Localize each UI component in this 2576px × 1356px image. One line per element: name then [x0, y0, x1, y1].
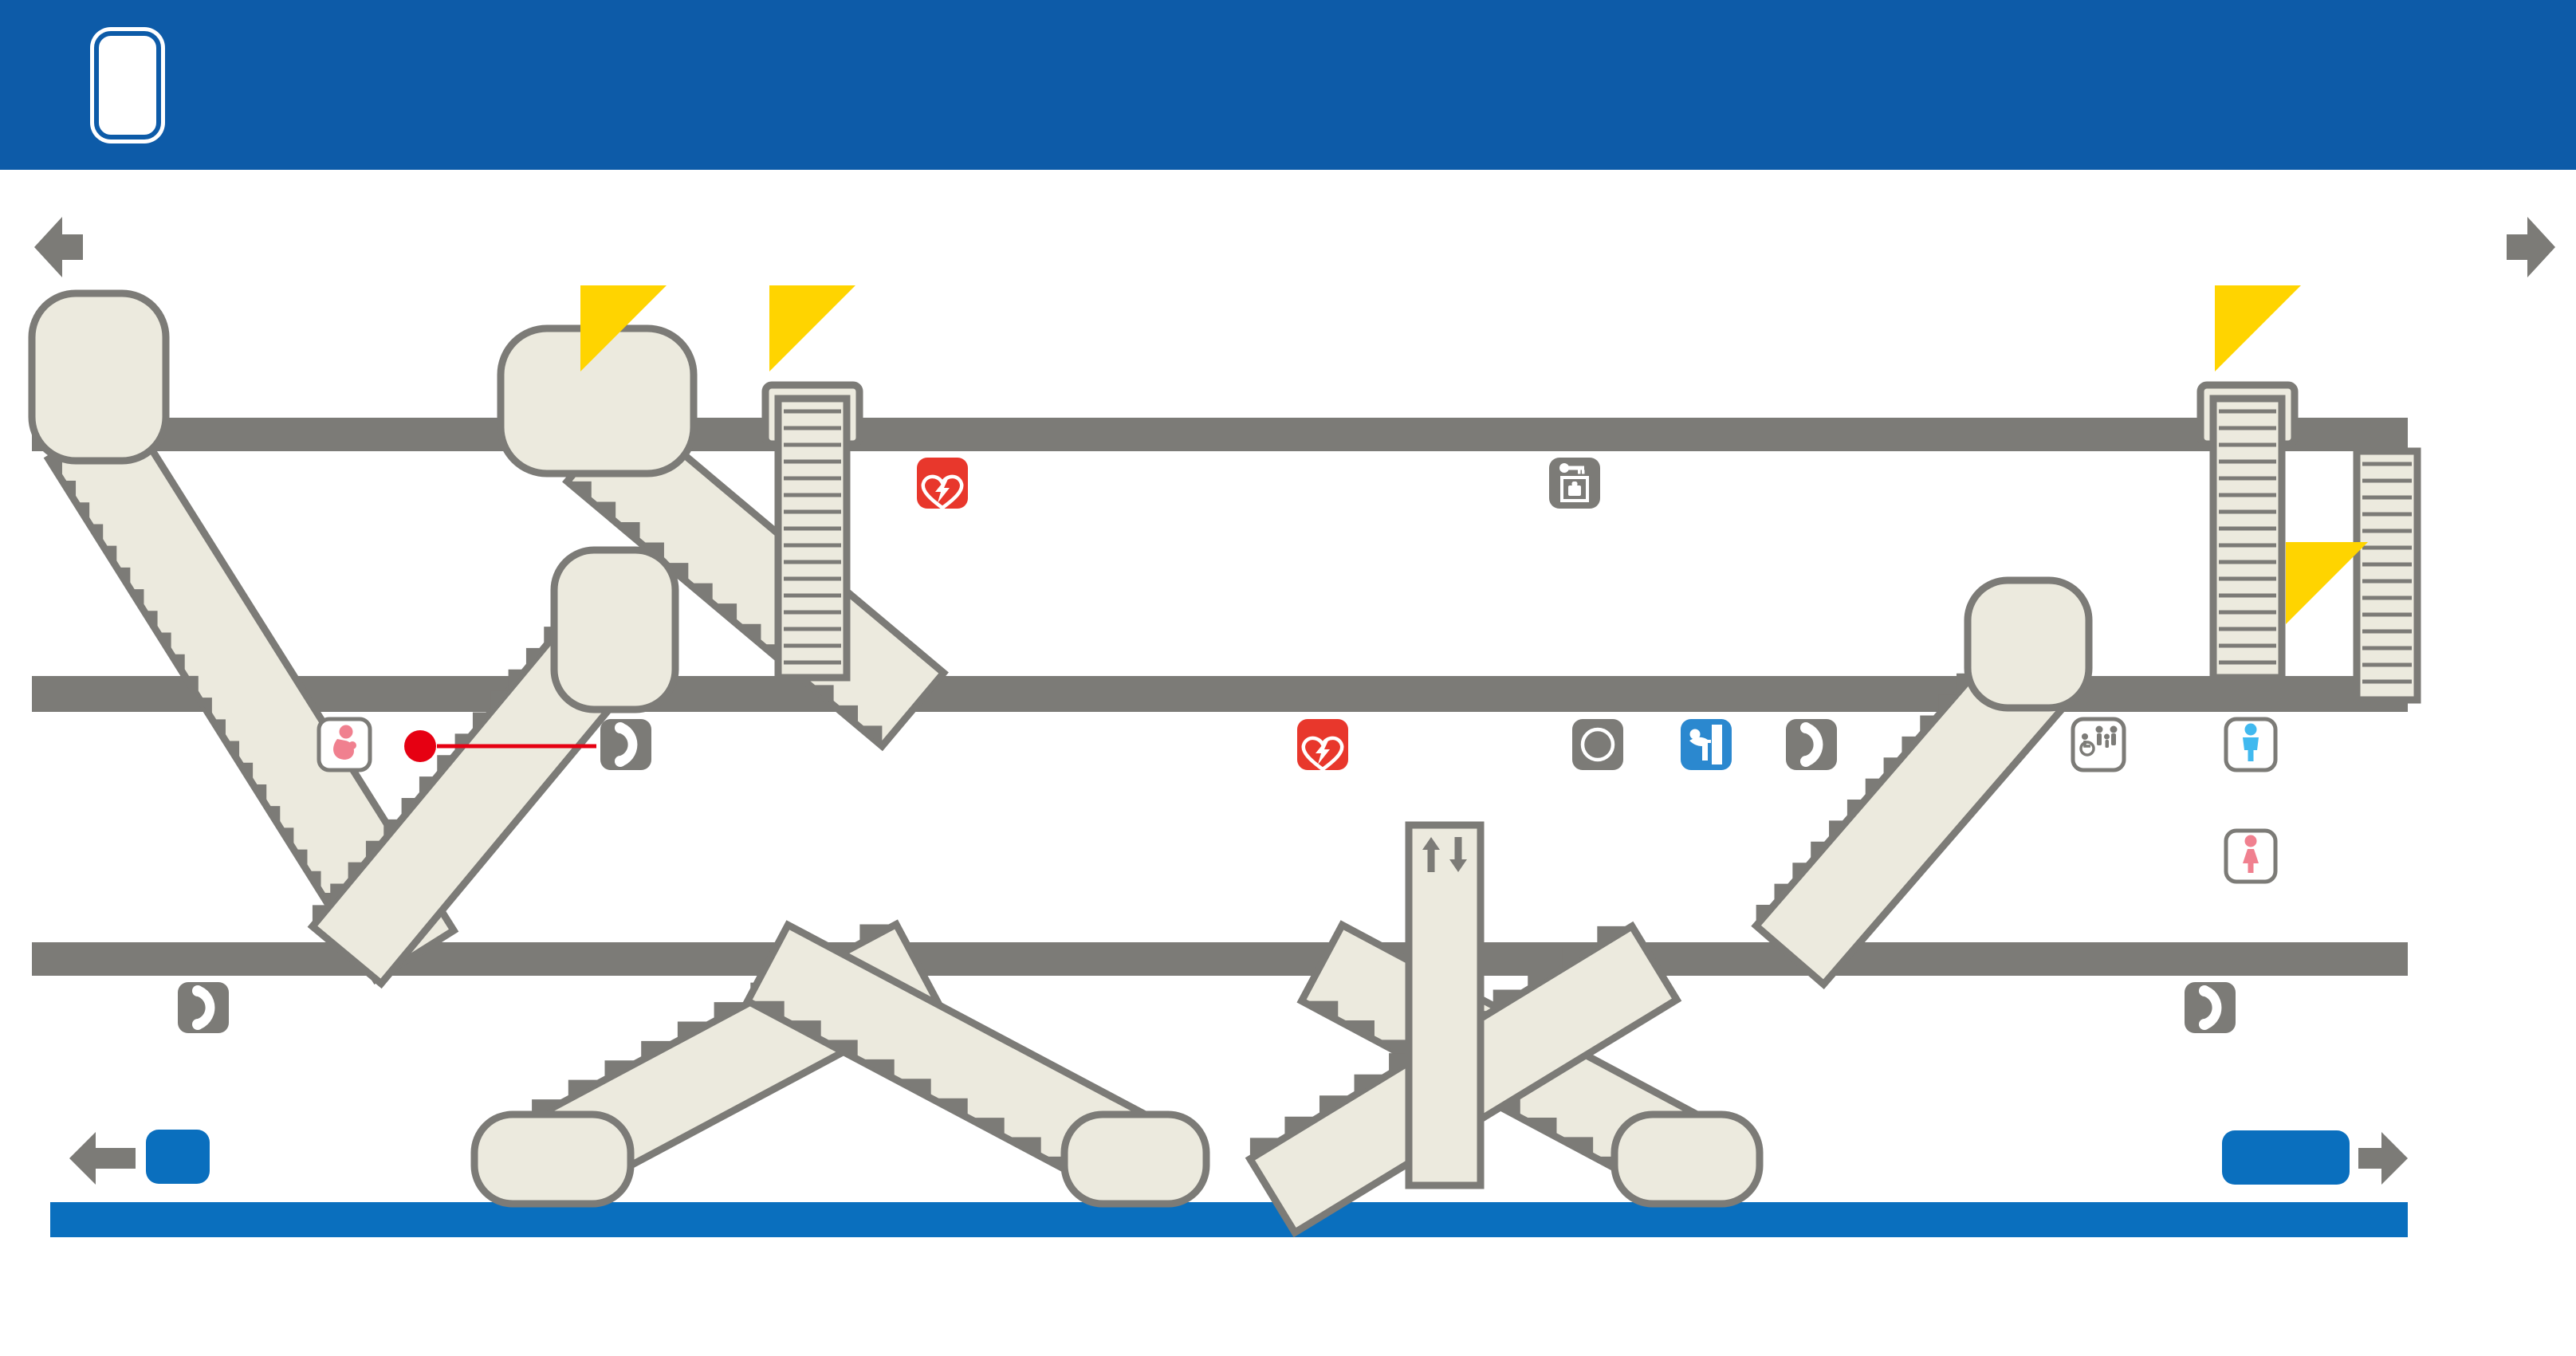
elevator-arrows-icon — [1422, 837, 1467, 872]
escalator-head — [28, 289, 170, 465]
marker-dot-icon — [404, 730, 436, 762]
stairs-escalators-elevators — [28, 289, 2421, 1238]
facility-phone-concourse-left — [178, 982, 229, 1033]
terminus-right — [2222, 1130, 2408, 1185]
information-icon — [1572, 719, 1623, 770]
exit3-flag-icon — [2215, 285, 2301, 371]
escalator-head — [1060, 1110, 1210, 1208]
escalator-head — [550, 546, 679, 713]
facility-aed-ground — [917, 458, 968, 509]
stair-exit2 — [774, 395, 851, 682]
elevator-concourse-platform — [1405, 821, 1485, 1189]
facility-phone-passage-right — [1786, 719, 1837, 770]
escalator-head — [1610, 1110, 1764, 1208]
escalator-concourse-platform-1-steps — [532, 924, 897, 1119]
facility-breastfeeding — [317, 717, 372, 772]
exit-markers — [580, 285, 2368, 624]
exit1-flag-icon — [580, 285, 667, 371]
facility-women-restroom — [2224, 828, 2278, 884]
left-arrow-icon — [69, 1132, 136, 1185]
escalator-exit1-steps — [567, 481, 883, 746]
header-bar — [0, 0, 2576, 170]
facility-information — [1572, 719, 1623, 770]
ground-level-bar — [32, 418, 2408, 451]
facility-phone-passage-left — [600, 719, 651, 770]
facility-family-restroom — [2071, 717, 2126, 772]
left-arrow-icon — [34, 217, 83, 277]
terminus-right-badge — [2222, 1130, 2350, 1185]
exit3a-flag-icon — [2286, 542, 2368, 624]
right-arrow-icon — [2507, 217, 2555, 277]
escalator-passage-to-concourse-left-steps — [312, 605, 580, 927]
direction-left — [34, 217, 83, 277]
station-code-badge — [90, 27, 165, 143]
escalator-concourse-platform-2-steps — [747, 1000, 1115, 1196]
stair-exit3a — [2353, 447, 2421, 704]
location-marker — [404, 730, 596, 762]
right-arrow-icon — [2358, 1132, 2408, 1185]
telephone-icon — [2185, 982, 2236, 1033]
terminus-left — [69, 1130, 210, 1185]
exit2-flag-icon — [769, 285, 855, 371]
escalator-head — [1964, 576, 2093, 712]
escalator-passage-to-concourse-right-steps — [1756, 652, 1993, 926]
facility-lockers — [1549, 458, 1600, 509]
stair-exit3 — [2209, 395, 2286, 682]
facility-water — [1681, 719, 1732, 770]
stair-ground-to-concourse-left-steps — [48, 458, 376, 980]
telephone-icon — [178, 982, 229, 1033]
header — [0, 0, 2576, 170]
facility-phone-concourse-right — [2185, 982, 2236, 1033]
facility-men-restroom — [2224, 717, 2278, 772]
facility-aed-passage — [1297, 719, 1348, 770]
escalator-head — [470, 1110, 635, 1208]
level-bars — [32, 418, 2408, 1237]
terminus-left-badge — [146, 1130, 210, 1184]
telephone-icon — [1786, 719, 1837, 770]
direction-right — [2507, 217, 2555, 277]
platform-level-bar — [50, 1202, 2408, 1237]
telephone-icon — [600, 719, 651, 770]
